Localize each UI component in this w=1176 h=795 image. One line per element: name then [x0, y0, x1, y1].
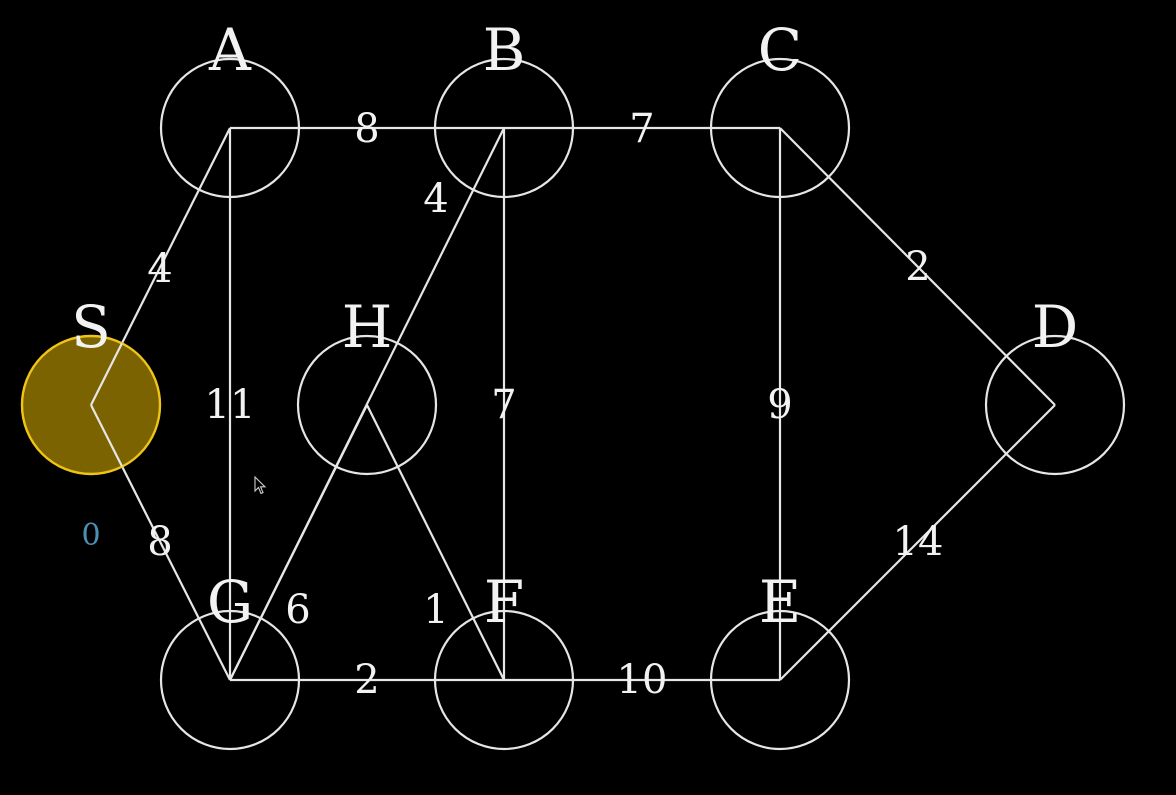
node-label-b: B [483, 16, 526, 84]
edge-overlay-s-a [90, 336, 160, 406]
edge-c-d [779, 127, 1056, 406]
node-a [159, 57, 301, 199]
node-label-g: G [207, 568, 253, 636]
node-e [709, 609, 851, 751]
node-label-h: H [342, 293, 393, 361]
node-label-c: C [758, 16, 802, 84]
edge-weight-f-g: 2 [354, 657, 379, 703]
node-label-d: D [1032, 293, 1079, 361]
node-label-f: F [484, 568, 524, 636]
node-d [984, 334, 1126, 476]
edge-weight-h-g: 6 [285, 587, 310, 633]
node-f [433, 609, 575, 751]
node-labels-layer: S A B C D E F G H [71, 16, 1078, 636]
node-label-a: A [208, 16, 252, 84]
distance-labels-layer: 0 [81, 518, 100, 553]
edge-h-f [366, 404, 505, 681]
edge-weight-a-g: 11 [205, 382, 256, 428]
edge-weight-b-f: 7 [491, 382, 516, 428]
edge-weight-b-g: 4 [423, 176, 448, 222]
node-label-s: S [71, 293, 111, 361]
distance-label-s: 0 [81, 518, 100, 553]
edges-layer [90, 126, 1056, 682]
node-h [296, 334, 438, 476]
edge-overlay-s-g [90, 404, 160, 474]
node-c [709, 57, 851, 199]
node-g [159, 609, 301, 751]
edge-h-g [229, 404, 368, 681]
edge-weight-d-e: 14 [893, 519, 944, 565]
edge-weight-s-g: 8 [147, 519, 172, 565]
edge-weight-s-a: 4 [147, 246, 172, 292]
edge-d-e [779, 404, 1056, 681]
node-label-e: E [759, 568, 801, 636]
edge-weight-h-f: 1 [423, 587, 448, 633]
nodes-layer [20, 57, 1126, 751]
edge-weight-c-e: 9 [767, 382, 792, 428]
edge-weight-b-c: 7 [629, 106, 654, 152]
node-b [433, 57, 575, 199]
edge-weight-a-b: 8 [354, 106, 379, 152]
edge-weight-e-f: 10 [617, 657, 668, 703]
mouse-cursor-icon [254, 476, 267, 495]
edge-weight-c-d: 2 [905, 244, 930, 290]
